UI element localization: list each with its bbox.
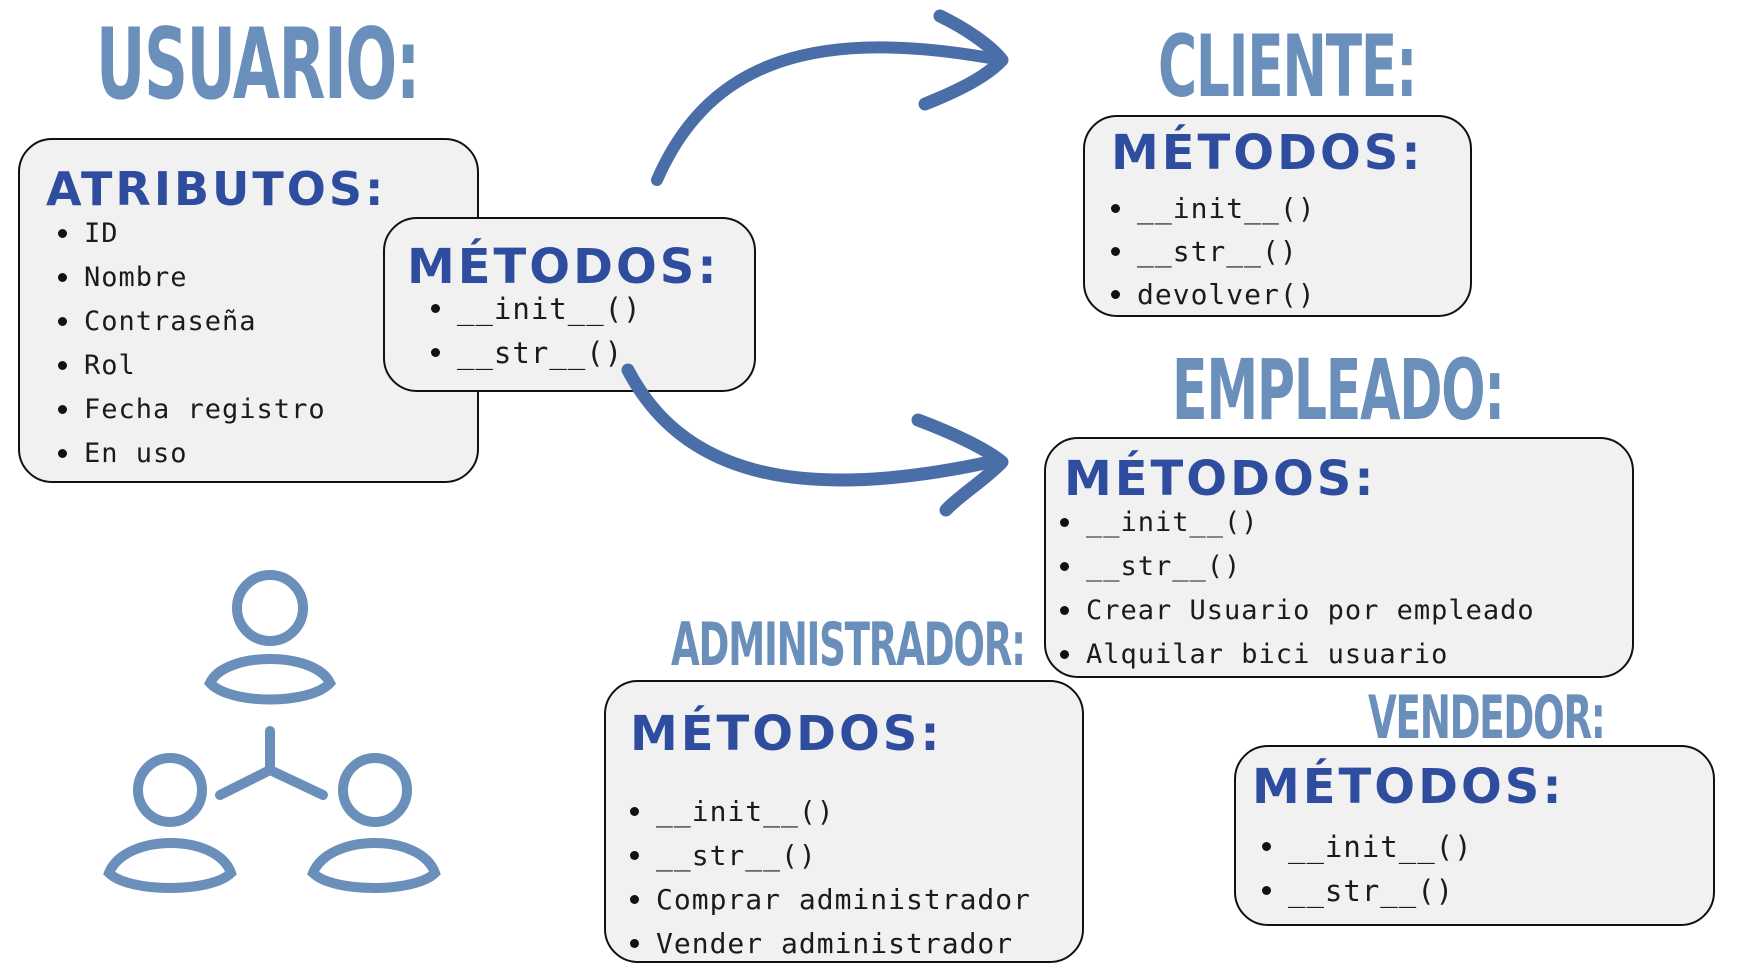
metodos-heading: MÉTODOS: xyxy=(407,239,720,295)
usuario-metodos-box: MÉTODOS: __init__() __str__() xyxy=(383,217,756,392)
vendedor-metodos-box: MÉTODOS: __init__() __str__() xyxy=(1234,745,1715,926)
list-item: Alquilar bici usuario xyxy=(1060,633,1535,677)
metodos-list: __init__() __str__() xyxy=(1262,825,1473,913)
list-item: Vender administrador xyxy=(630,922,1031,966)
list-item: __init__() xyxy=(1262,825,1473,869)
metodos-heading: MÉTODOS: xyxy=(1252,759,1565,815)
list-item: Fecha registro xyxy=(58,388,326,432)
user-group-icon xyxy=(103,570,441,893)
metodos-heading: MÉTODOS: xyxy=(1111,125,1424,181)
atributos-heading: ATRIBUTOS: xyxy=(46,162,387,216)
list-item: Nombre xyxy=(58,256,326,300)
list-item: __str__() xyxy=(431,331,642,375)
metodos-list: __init__() __str__() xyxy=(431,287,642,375)
list-item: __str__() xyxy=(1060,545,1535,589)
list-item: ID xyxy=(58,212,326,256)
metodos-heading: MÉTODOS: xyxy=(1064,451,1377,507)
list-item: __str__() xyxy=(1111,230,1316,273)
list-item: Rol xyxy=(58,344,326,388)
list-item: En uso xyxy=(58,432,326,476)
metodos-list: __init__() __str__() Comprar administrad… xyxy=(630,790,1031,966)
cliente-metodos-box: MÉTODOS: __init__() __str__() devolver() xyxy=(1083,115,1472,317)
metodos-list: __init__() __str__() Crear Usuario por e… xyxy=(1060,501,1535,677)
cliente-title: CLIENTE: xyxy=(1158,17,1417,117)
list-item: __str__() xyxy=(630,834,1031,878)
vendedor-title: VENDEDOR: xyxy=(1368,683,1606,753)
empleado-metodos-box: MÉTODOS: __init__() __str__() Crear Usua… xyxy=(1044,437,1634,678)
list-item: Comprar administrador xyxy=(630,878,1031,922)
list-item: devolver() xyxy=(1111,273,1316,316)
list-item: __init__() xyxy=(431,287,642,331)
list-item: __init__() xyxy=(630,790,1031,834)
empleado-title: EMPLEADO: xyxy=(1172,341,1505,439)
list-item: __init__() xyxy=(1060,501,1535,545)
administrador-title: ADMINISTRADOR: xyxy=(671,610,1026,680)
usuario-title: USUARIO: xyxy=(96,8,420,122)
list-item: Crear Usuario por empleado xyxy=(1060,589,1535,633)
metodos-heading: MÉTODOS: xyxy=(630,706,943,762)
list-item: __init__() xyxy=(1111,187,1316,230)
list-item: __str__() xyxy=(1262,869,1473,913)
administrador-metodos-box: MÉTODOS: __init__() __str__() Comprar ad… xyxy=(604,680,1084,963)
atributos-list: ID Nombre Contraseña Rol Fecha registro … xyxy=(58,212,326,476)
list-item: Contraseña xyxy=(58,300,326,344)
metodos-list: __init__() __str__() devolver() xyxy=(1111,187,1316,316)
